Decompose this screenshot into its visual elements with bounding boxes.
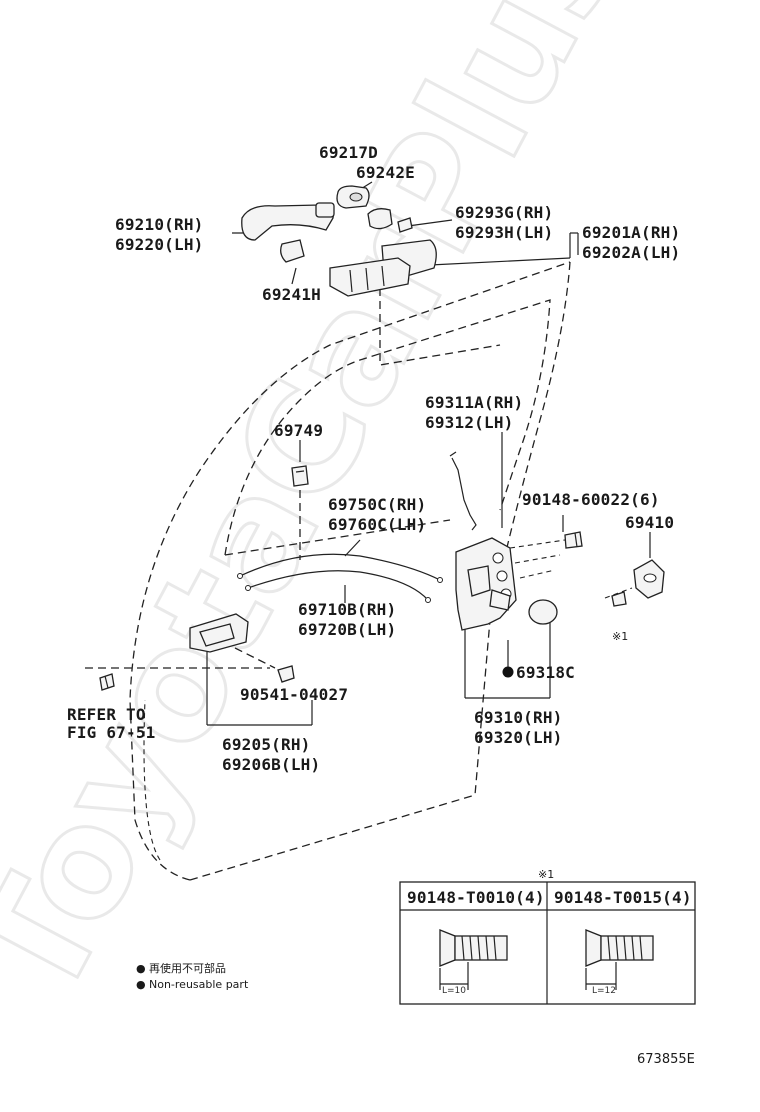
label-69293h: 69293H(LH) [455, 223, 553, 242]
screw-part-2: 90148-T0015(4) [554, 888, 692, 907]
legend-english: Non-reusable part [149, 978, 249, 991]
label-69241h: 69241H [262, 285, 321, 304]
label-69311a: 69311A(RH) [425, 393, 523, 412]
label-90148-60022: 90148-60022(6) [522, 490, 660, 509]
door-striker [611, 559, 665, 607]
handle-pad [280, 239, 305, 263]
label-69318c: 69318C [516, 663, 575, 682]
label-69750c: 69750C(RH) [328, 495, 426, 514]
label-69217d: 69217D [319, 143, 378, 162]
lock-rod [449, 451, 477, 531]
label-69749: 69749 [274, 421, 323, 440]
legend: ● 再使用不可部品 ● Non-reusable part [136, 961, 249, 991]
outside-handle [241, 202, 335, 241]
hole-cap [528, 599, 558, 625]
label-69202a: 69202A(LH) [582, 243, 680, 262]
screw-table: ※1 90148-T0010(4) 90148-T0015(4) L=10 [399, 868, 696, 1005]
label-69312: 69312(LH) [425, 413, 514, 432]
legend-bullet-jp: ● [136, 962, 146, 975]
label-69320: 69320(LH) [474, 728, 563, 747]
label-note-mark: ※1 [612, 630, 628, 643]
door-outline [129, 261, 571, 881]
label-69310: 69310(RH) [474, 708, 563, 727]
cable-clamp [291, 465, 309, 487]
leader-lines [85, 181, 651, 726]
part-labels: 69217D 69242E 69210(RH) 69220(LH) 69293G… [67, 143, 680, 774]
label-69220: 69220(LH) [115, 235, 204, 254]
door-lock-assembly [455, 537, 517, 631]
handle-clip [397, 217, 413, 233]
screw-drawing-1: L=10 [439, 929, 508, 996]
handle-frame [329, 239, 437, 297]
handle-cover [336, 185, 370, 209]
label-69410: 69410 [625, 513, 674, 532]
label-69293g: 69293G(RH) [455, 203, 553, 222]
non-reusable-dot [502, 666, 514, 678]
label-90541: 90541-04027 [240, 685, 348, 704]
label-69201a: 69201A(RH) [582, 223, 680, 242]
handle-gasket [367, 208, 393, 230]
screw-drawing-2: L=12 [585, 929, 654, 996]
inside-handle-screw [99, 665, 295, 691]
label-69710b: 69710B(RH) [298, 600, 396, 619]
diagram-code: 673855E [637, 1052, 695, 1067]
inside-handle [189, 613, 249, 653]
screw-part-1: 90148-T0010(4) [407, 888, 545, 907]
legend-bullet-en: ● [136, 978, 146, 991]
label-69205: 69205(RH) [222, 735, 311, 754]
lock-cables [237, 553, 443, 603]
legend-japanese: 再使用不可部品 [149, 961, 226, 975]
label-69210: 69210(RH) [115, 215, 204, 234]
screw-length-1: L=10 [442, 986, 466, 996]
label-69206b: 69206B(LH) [222, 755, 320, 774]
label-69760c: 69760C(LH) [328, 515, 426, 534]
screw-length-2: L=12 [592, 986, 616, 996]
label-69242e: 69242E [356, 163, 415, 182]
label-refer-fig: FIG 67-51 [67, 723, 156, 742]
label-69720b: 69720B(LH) [298, 620, 396, 639]
label-refer-to: REFER TO [67, 705, 146, 724]
screw-table-note: ※1 [538, 868, 554, 881]
lock-screw [564, 531, 583, 549]
